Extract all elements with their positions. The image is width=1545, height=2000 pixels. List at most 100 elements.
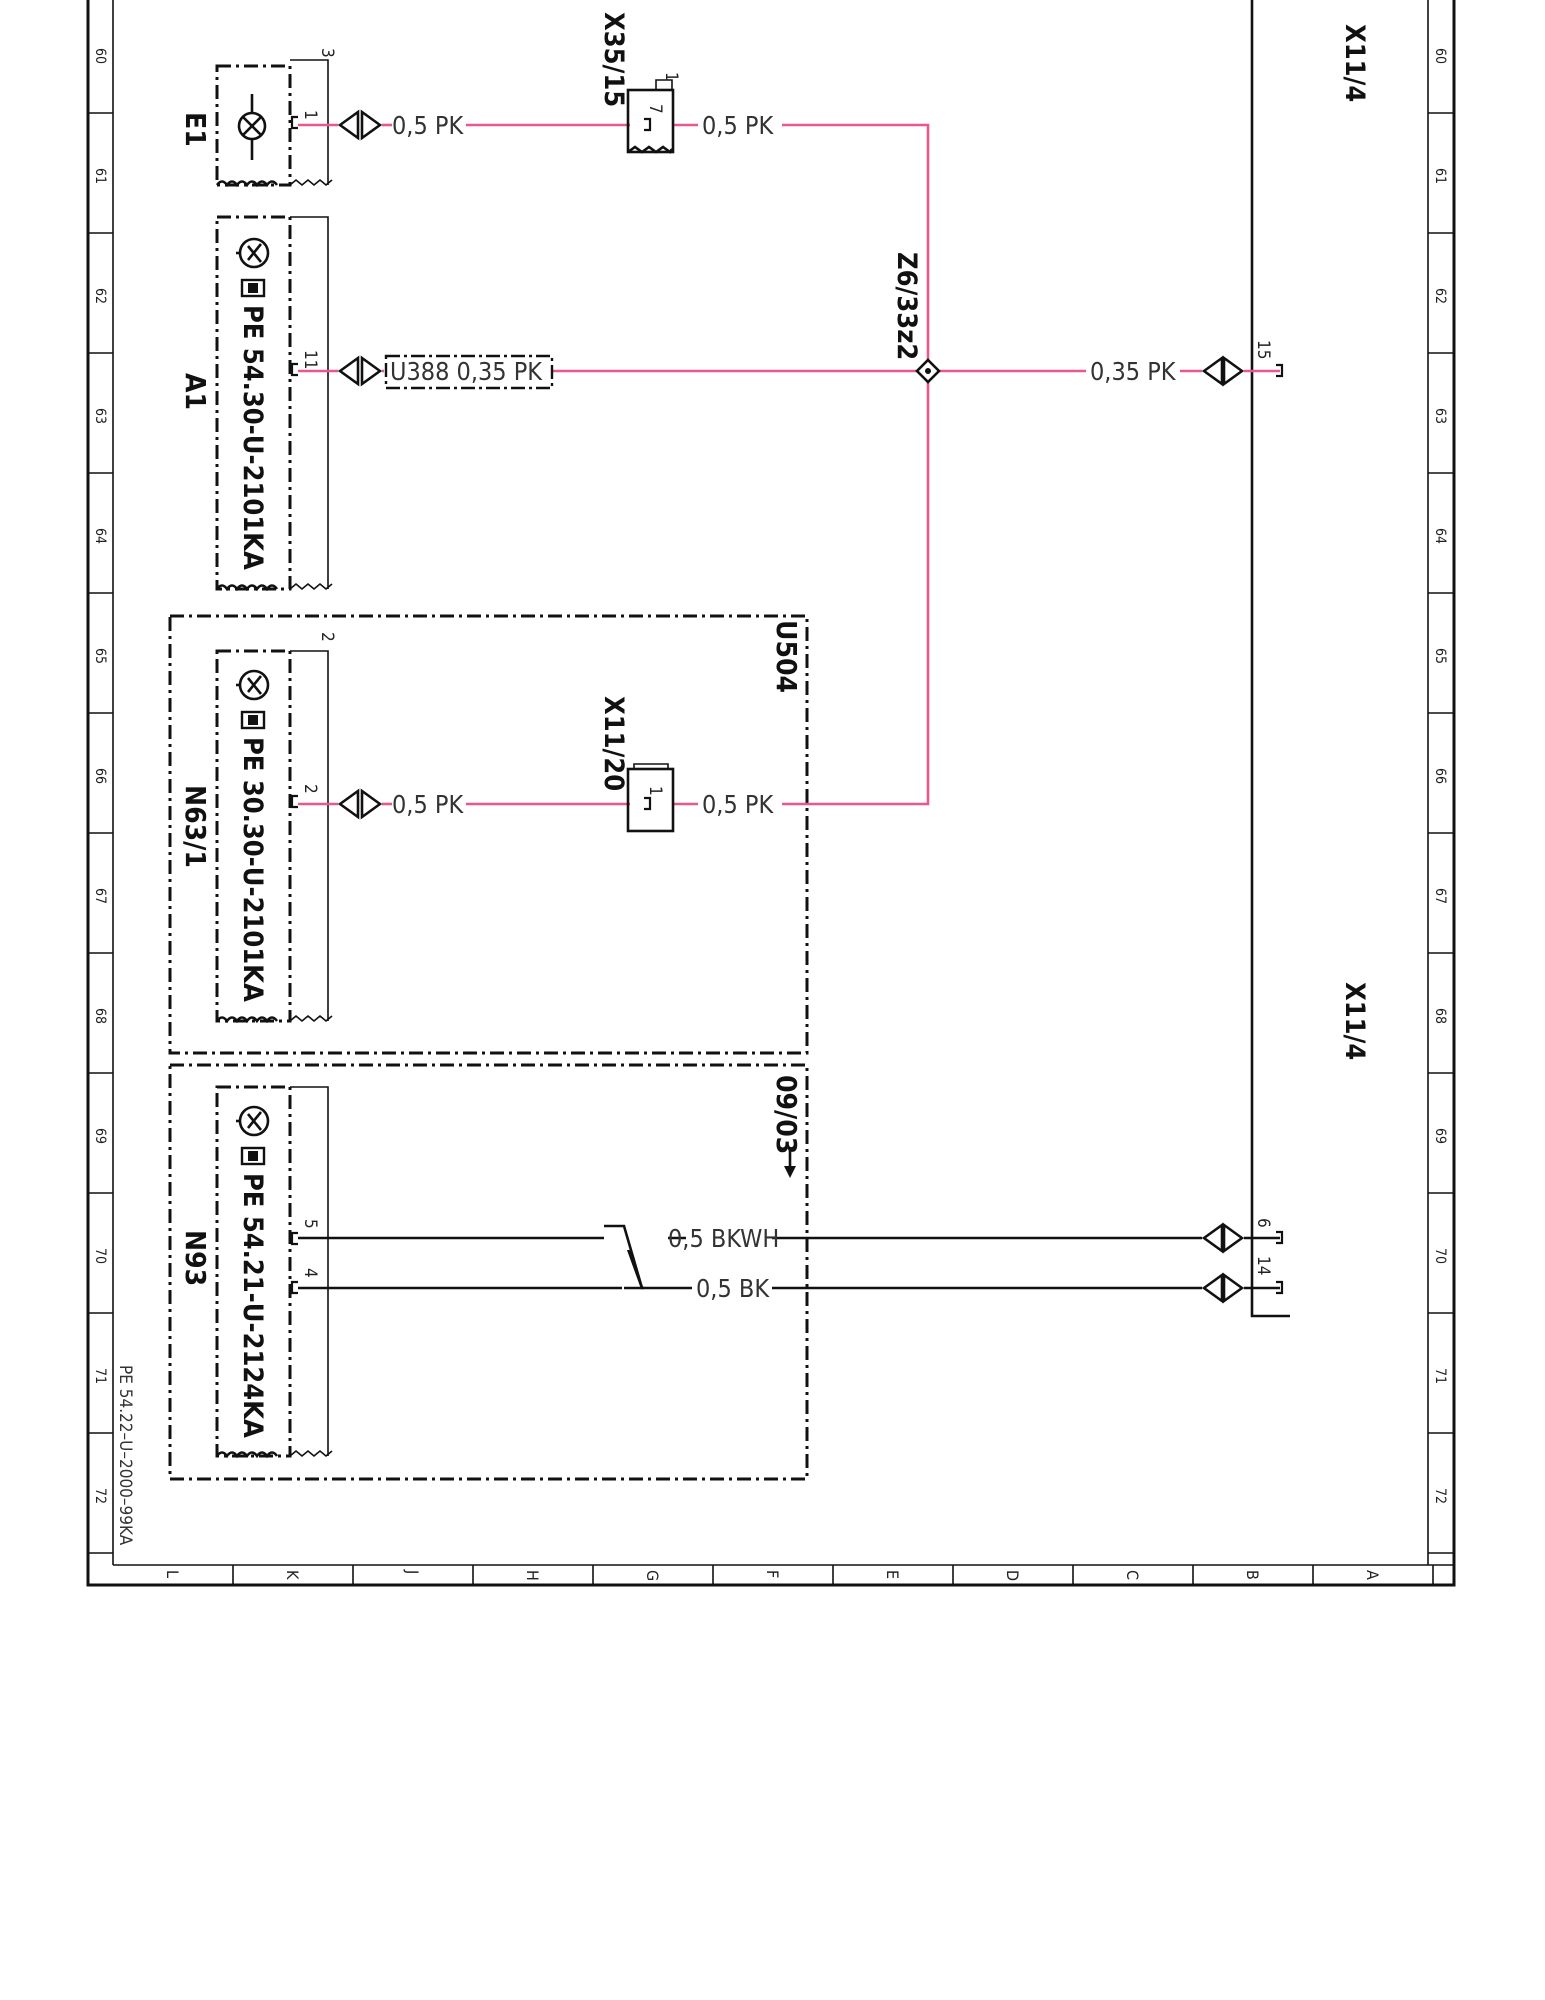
a1-plug-icon xyxy=(337,355,383,387)
outer-frame xyxy=(86,0,1456,1587)
x35-15-name: X35/15 xyxy=(598,12,629,107)
n63-name: N63/1 xyxy=(179,785,212,868)
u388-harness-box xyxy=(384,354,554,390)
a1-control-unit-icon xyxy=(236,237,270,269)
zone-number-right: 63 xyxy=(1432,408,1448,424)
n63-bottom-wave xyxy=(215,1016,279,1024)
zone-letter: D xyxy=(1003,1570,1022,1581)
x11-20-connector xyxy=(626,763,675,833)
n93-bottom-wave xyxy=(215,1451,279,1459)
variant-group-box xyxy=(168,1063,809,1481)
zone-letter: H xyxy=(523,1570,542,1581)
plug-connectors xyxy=(337,109,1245,1304)
n63-ref-code: PE 30.30-U-2101KA xyxy=(237,737,268,1002)
wire-crossover-gap xyxy=(604,1226,666,1250)
drawing-number: PE 54.22–U–2000–99KA xyxy=(115,1365,135,1546)
label-a1-wire: U388 0,35 PK xyxy=(390,357,543,386)
n93-control-unit-icon xyxy=(236,1105,270,1137)
n63-control-unit-icon xyxy=(236,669,270,701)
zone-number-left: 60 xyxy=(92,48,108,64)
label-n93-wire-b: 0,5 BK xyxy=(696,1274,770,1303)
black-wires xyxy=(298,1236,1280,1290)
a1-name: A1 xyxy=(179,373,212,410)
zone-number-left: 66 xyxy=(92,768,108,784)
n63-pin-wire: 2 xyxy=(300,784,320,794)
wire-bus-trunk xyxy=(782,123,930,806)
zone-letter: C xyxy=(1123,1570,1142,1580)
x11-4-pin14-plug-icon xyxy=(1201,1272,1245,1304)
variant-arrow-icon xyxy=(784,1166,796,1178)
x11-20-name: X11/20 xyxy=(598,696,629,791)
e1-bracket xyxy=(290,59,329,185)
x11-4-pin6-icon xyxy=(1276,1230,1284,1245)
x11-4-pin15-plug-icon xyxy=(1201,355,1245,387)
e1-pin-top: 3 xyxy=(317,48,337,58)
zone-letter: L xyxy=(163,1570,182,1578)
x11-4-pin15: 15 xyxy=(1253,340,1273,359)
zone-number-left: 71 xyxy=(92,1368,108,1384)
n93-ref-hand-icon xyxy=(240,1146,266,1166)
zone-number-left: 67 xyxy=(92,888,108,904)
n93-component-box xyxy=(215,1085,292,1458)
a1-component-box xyxy=(215,215,292,591)
zone-number-right: 60 xyxy=(1432,48,1448,64)
e1-pin-icon xyxy=(290,115,298,130)
n63-pin-top: 2 xyxy=(317,632,337,642)
n93-pin-a-icon xyxy=(290,1231,298,1246)
zone-number-right: 70 xyxy=(1432,1248,1448,1264)
zone-number-right: 61 xyxy=(1432,168,1448,184)
zone-number-right: 62 xyxy=(1432,288,1448,304)
e1-pin-wire: 1 xyxy=(300,110,320,120)
zone-number-left: 64 xyxy=(92,528,108,544)
e1-plug-icon xyxy=(337,109,383,141)
zone-letter: A xyxy=(1363,1570,1382,1580)
label-n93-wire-a: 0,5 BKWH xyxy=(668,1224,779,1253)
zone-letter: J xyxy=(403,1569,422,1574)
zone-letter: F xyxy=(763,1570,782,1578)
lamp-icon xyxy=(237,94,267,160)
zone-number-left: 68 xyxy=(92,1008,108,1024)
zone-ticks xyxy=(88,112,1454,1585)
x35-15-pin: 7 xyxy=(645,104,665,114)
zone-number-left: 62 xyxy=(92,288,108,304)
n63-pin-icon xyxy=(290,794,298,809)
n93-name: N93 xyxy=(179,1230,212,1286)
u504-label: U504 xyxy=(770,620,803,693)
a1-pin-wire: 11 xyxy=(300,350,320,369)
n93-bracket xyxy=(290,1086,329,1456)
x11-4-pin15-icon xyxy=(1276,363,1284,378)
n63-plug-icon xyxy=(337,788,383,820)
x35-15-connector xyxy=(626,79,675,154)
z6-splice-icon xyxy=(915,358,941,384)
zone-number-left: 72 xyxy=(92,1488,108,1504)
a1-ref-hand-icon xyxy=(240,278,266,298)
n63-ref-hand-icon xyxy=(240,710,266,730)
zone-number-left: 65 xyxy=(92,648,108,664)
n63-break-mark xyxy=(289,1014,333,1023)
variant-note-0903: 09/03 xyxy=(770,1075,803,1154)
x11-4-busbar xyxy=(1250,0,1290,1318)
zone-letter: G xyxy=(643,1570,662,1581)
zone-number-left: 61 xyxy=(92,168,108,184)
label-e1-to-x35: 0,5 PK xyxy=(392,111,464,140)
n93-ref-code: PE 54.21-U-2124KA xyxy=(237,1173,268,1438)
zone-number-right: 69 xyxy=(1432,1128,1448,1144)
zone-letter: B xyxy=(1243,1570,1262,1580)
wire-crossover-a xyxy=(604,1224,644,1289)
zone-number-right: 71 xyxy=(1432,1368,1448,1384)
x11-4-label-top: X11/4 xyxy=(1339,24,1370,102)
a1-pin-icon xyxy=(290,362,298,377)
e1-break-mark xyxy=(289,178,333,187)
zone-number-right: 67 xyxy=(1432,888,1448,904)
a1-ref-code: PE 54.30-U-2101KA xyxy=(237,305,268,570)
x11-4-label-bottom: X11/4 xyxy=(1339,982,1370,1060)
x11-4-pin14: 14 xyxy=(1253,1256,1273,1275)
zone-number-right: 66 xyxy=(1432,768,1448,784)
zone-number-right: 68 xyxy=(1432,1008,1448,1024)
x11-4-pin6-plug-icon xyxy=(1201,1222,1245,1254)
n63-component-box xyxy=(215,649,292,1023)
zone-number-right: 64 xyxy=(1432,528,1448,544)
